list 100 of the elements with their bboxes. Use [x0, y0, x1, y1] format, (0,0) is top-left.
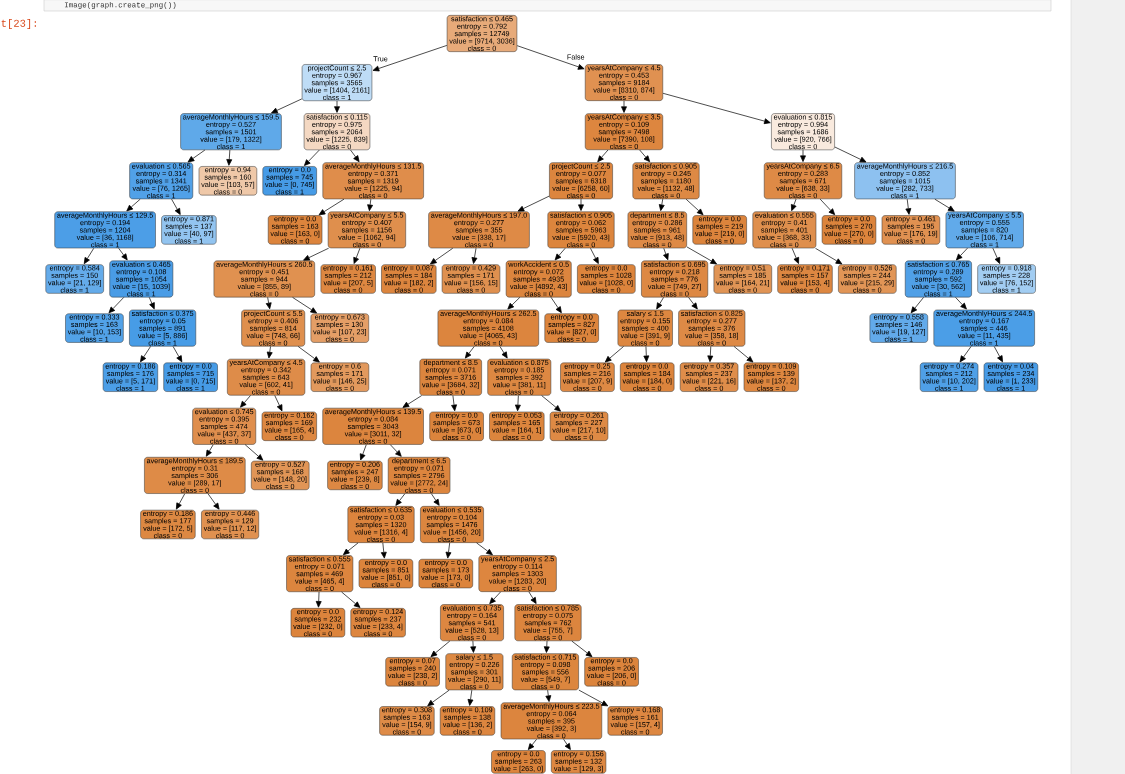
leaf-node	[140, 509, 196, 540]
leaf-node	[679, 362, 739, 392]
leaf-node	[198, 166, 258, 196]
decision-node	[347, 506, 415, 543]
arrow	[578, 689, 609, 707]
leaf-node	[262, 166, 317, 196]
leaf-node	[267, 215, 323, 245]
decision-node	[617, 309, 673, 347]
arrow	[571, 640, 593, 657]
decision-node	[933, 309, 1035, 347]
decision-node	[446, 15, 518, 52]
arrow	[815, 247, 843, 265]
decision-node	[627, 211, 687, 249]
arrow	[402, 395, 422, 408]
arrow	[476, 542, 493, 556]
arrow	[380, 542, 387, 559]
decision-node	[322, 407, 424, 445]
decision-node	[771, 113, 835, 151]
arrow	[350, 149, 360, 163]
arrow	[791, 247, 799, 264]
arrow	[663, 247, 669, 261]
arrow	[800, 149, 806, 162]
leaf-node	[777, 264, 833, 294]
decision-node	[678, 309, 746, 347]
arrow	[341, 591, 361, 608]
arrow	[359, 444, 367, 461]
arrow	[685, 198, 704, 216]
leaf-node	[439, 706, 496, 736]
arrow	[315, 591, 322, 608]
arrow	[597, 149, 609, 163]
arrow	[541, 395, 561, 412]
arrow	[172, 346, 183, 363]
leaf-node	[577, 264, 636, 294]
arrow	[688, 297, 698, 310]
arrow	[910, 297, 924, 314]
leaf-node	[251, 460, 310, 490]
decision-node	[387, 457, 451, 494]
decision-node	[904, 260, 972, 298]
arrow	[517, 195, 550, 212]
leaf-node	[310, 362, 370, 392]
leaf-node	[201, 509, 259, 540]
leaf-node	[838, 264, 897, 294]
arrow	[343, 542, 359, 555]
arrow	[992, 247, 1001, 264]
arrow	[639, 149, 651, 163]
leaf-node	[350, 608, 406, 638]
arrow	[489, 591, 501, 604]
arrow	[126, 198, 141, 212]
decision-node	[129, 309, 197, 347]
leaf-node	[491, 750, 546, 774]
arrow	[464, 346, 475, 359]
arrow	[271, 98, 303, 114]
arrow	[244, 444, 264, 461]
arrow	[959, 346, 972, 363]
leaf-node	[385, 657, 440, 687]
leaf-node	[584, 657, 639, 687]
decision-node	[945, 211, 1024, 249]
decision-node	[487, 358, 552, 396]
arrow	[334, 100, 340, 113]
leaf-node	[489, 411, 545, 441]
decision-node	[514, 604, 582, 642]
arrow	[733, 346, 754, 363]
arrow	[527, 738, 537, 750]
decision-node	[322, 162, 424, 200]
arrow	[545, 689, 552, 702]
leaf-node	[320, 264, 376, 294]
decision-node	[129, 162, 194, 200]
arrow	[643, 346, 650, 363]
arrow	[240, 395, 251, 408]
arrow	[656, 297, 664, 310]
leaf-node	[821, 215, 877, 245]
arrow	[427, 689, 450, 707]
arrow	[431, 493, 440, 506]
decision-node	[505, 260, 572, 298]
decision-node	[445, 653, 504, 691]
arrow	[554, 247, 566, 261]
leaf-node	[418, 559, 473, 589]
leaf-node	[163, 362, 218, 392]
decision-node	[632, 162, 700, 200]
leaf-node	[919, 362, 979, 392]
arrow	[118, 247, 128, 261]
arrow	[516, 45, 585, 70]
decision-node	[213, 260, 315, 298]
arrow	[292, 297, 317, 314]
leaf-node	[310, 313, 369, 343]
leaf-node	[544, 313, 599, 343]
arrow	[955, 297, 967, 310]
output-prompt: t[23]:	[1, 19, 36, 29]
arrow	[265, 297, 272, 310]
arrow	[148, 297, 155, 310]
arrow	[140, 346, 151, 363]
decision-node	[440, 604, 504, 642]
decision-node	[854, 162, 956, 200]
leaf-node	[429, 411, 484, 441]
arrow	[207, 493, 220, 510]
leaf-node	[45, 264, 104, 294]
leaf-node	[607, 706, 663, 736]
leaf-node	[560, 362, 615, 392]
arrow	[621, 100, 627, 113]
decision-node	[180, 113, 282, 151]
